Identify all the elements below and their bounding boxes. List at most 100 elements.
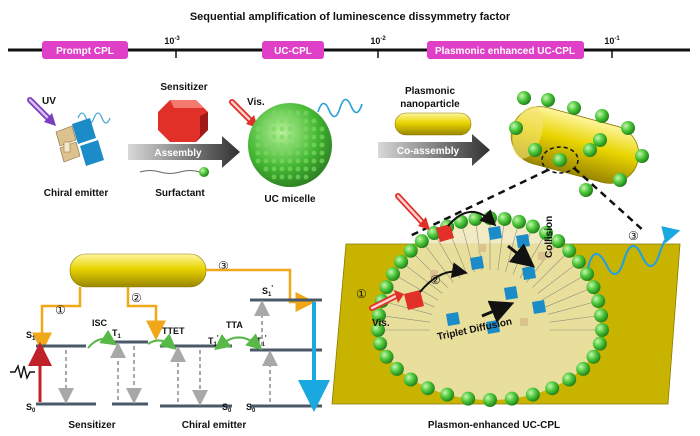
micelle-texture-dot xyxy=(287,166,293,172)
micelle-texture-dot xyxy=(279,174,285,180)
micelle-shell-ball xyxy=(525,219,540,234)
s0-sub: 0 xyxy=(32,408,36,414)
diffusion-arrow xyxy=(481,300,515,323)
micelle-shell-ball xyxy=(586,349,601,364)
micelle-texture-dot xyxy=(319,150,325,156)
svg-text:10-1: 10-1 xyxy=(604,36,620,46)
collision-label: Collision xyxy=(544,216,555,258)
assembly-label: Assembly xyxy=(154,148,202,159)
micelle-texture-dot xyxy=(255,150,261,156)
energy-circle-1: ① xyxy=(55,303,66,317)
micelle-texture-dot xyxy=(319,134,325,140)
inner-emitters xyxy=(446,226,546,334)
micelle-texture-dot xyxy=(303,150,309,156)
surfactant-tail xyxy=(410,250,448,288)
micelle-texture-dot xyxy=(319,142,325,148)
micelle-texture-dot xyxy=(263,126,269,132)
s1-sub: 1 xyxy=(32,336,36,342)
assembly-arrow xyxy=(128,136,240,168)
micelle-texture-dot xyxy=(295,174,301,180)
micelle-shell-ball xyxy=(586,280,601,295)
micelle-shell-ball xyxy=(394,254,409,269)
surfactant-tail xyxy=(537,261,580,294)
micelle-shell-ball xyxy=(562,372,577,387)
surfactant-tail xyxy=(541,273,588,301)
energy-circle-3: ③ xyxy=(218,259,229,273)
timeline-stage-label: Prompt CPL xyxy=(56,46,114,57)
surfactant-tail xyxy=(392,273,439,301)
timeline-stage-label: UC-CPL xyxy=(274,46,312,57)
micelle-texture-dot xyxy=(287,142,293,148)
chiral-emitter-caption: Chiral emitter xyxy=(182,420,247,431)
svg-text:10-2: 10-2 xyxy=(370,36,386,46)
isc-arrow xyxy=(87,329,117,349)
micelle-texture-dot xyxy=(271,126,277,132)
svg-text:S1': S1' xyxy=(262,285,273,298)
timeline-tick-1e-1: 10-1 xyxy=(604,36,620,58)
micelle-texture-dot xyxy=(271,150,277,156)
energy-arrow-3 xyxy=(206,268,316,312)
micelle-texture-dot xyxy=(271,174,277,180)
s0-chiral-label: S xyxy=(222,402,228,412)
svg-text:S0: S0 xyxy=(222,402,232,414)
uv-label: UV xyxy=(42,96,56,107)
micelle-shell-ball xyxy=(579,267,594,281)
micelle-texture-dot xyxy=(279,158,285,164)
micelle-shell-ball xyxy=(595,323,609,337)
rod-micelle-ball xyxy=(528,143,542,157)
micelle-texture-dot xyxy=(287,118,293,124)
surfactant-tail xyxy=(549,315,602,323)
micelle-texture-dot xyxy=(279,166,285,172)
micelle-shell-ball xyxy=(594,308,609,323)
sensitizer-label: Sensitizer xyxy=(160,82,207,93)
inner-accents xyxy=(430,244,546,326)
micelle-texture-dot xyxy=(255,126,261,132)
surfactant-tail xyxy=(532,250,570,288)
t1-sub: 1 xyxy=(118,334,122,340)
uv-excitation-arrow xyxy=(27,97,56,126)
micelle-texture-dot xyxy=(311,118,317,124)
micelle-texture-dot xyxy=(287,134,293,140)
micelle-texture-dot xyxy=(255,142,261,148)
phonon-wiggle xyxy=(10,363,35,381)
cpl-spiral-medium xyxy=(317,98,363,118)
micelle-shell-ball xyxy=(440,387,455,402)
micelle-shell-ball xyxy=(386,267,401,281)
micelle-texture-dot xyxy=(295,158,301,164)
micelle-texture-dot xyxy=(303,174,309,180)
micelle-texture-dot xyxy=(295,142,301,148)
micelle-cross-section xyxy=(371,211,609,407)
micelle-shell-ball xyxy=(420,381,435,396)
rod-micelle-ball xyxy=(583,143,597,157)
micelle-shell-ball xyxy=(576,361,591,376)
zoom-circle xyxy=(541,146,579,174)
micelle-shell-ball xyxy=(539,226,553,241)
micelle-texture-dot xyxy=(319,158,325,164)
micelle-shell-ball xyxy=(591,294,606,309)
timeline-stage-prompt-cpl: Prompt CPL xyxy=(42,41,128,59)
micelle-texture-dot xyxy=(303,166,309,172)
sensitizer-octagon xyxy=(158,100,208,142)
zoom-line-left xyxy=(409,168,549,238)
micelle-texture-dot xyxy=(303,126,309,132)
tick-base: 10 xyxy=(370,36,380,46)
micelle-shell-ball xyxy=(379,280,394,295)
micelle-shell-ball xyxy=(551,234,566,249)
rod-micelle-ball xyxy=(517,91,531,105)
micelle-shell-ball xyxy=(371,308,386,323)
sensitizer-caption: Sensitizer xyxy=(68,420,115,431)
chiral-emitter-label: Chiral emitter xyxy=(44,188,109,199)
micelle-texture-dot xyxy=(295,134,301,140)
rod-micelle-ball xyxy=(567,101,581,115)
s0-label: S xyxy=(26,402,32,412)
timeline-tick-1e-3: 10-3 xyxy=(164,36,180,58)
micelle-texture-dot xyxy=(271,158,277,164)
energy-arrow-2 xyxy=(126,287,166,341)
micelle-texture-dot xyxy=(295,166,301,172)
micelle-shell-ball xyxy=(389,361,404,376)
energy-diagram-nanorod xyxy=(69,253,207,288)
micelle-circle-2: ② xyxy=(430,273,441,287)
micelle-shell-ball xyxy=(403,372,418,387)
surfactant-tail xyxy=(400,261,443,294)
